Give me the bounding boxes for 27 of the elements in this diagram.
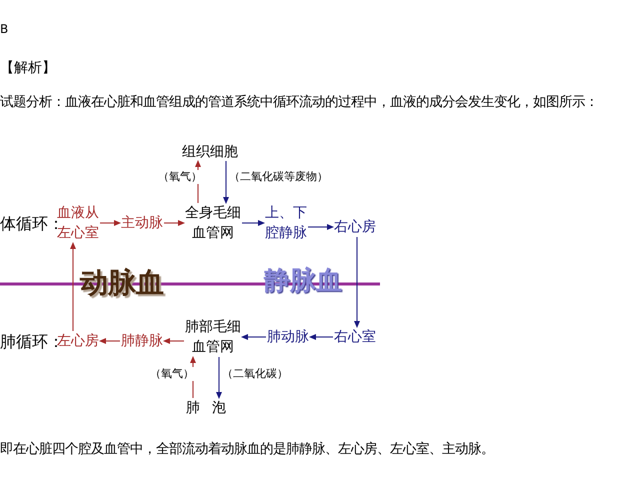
node-label: 主动脉 — [120, 213, 164, 233]
section-heading: 【解析】 — [0, 59, 56, 78]
arrow — [223, 160, 229, 204]
conclusion-text: 即在心脏四个腔及血管中，全部流动着动脉血的是肺静脉、左心房、左心室、主动脉。 — [0, 440, 494, 459]
node-label: 肺动脉 — [266, 327, 310, 347]
node-label: 右心房 — [333, 217, 377, 237]
arrow — [164, 220, 185, 226]
arrow — [70, 242, 76, 332]
arrow — [100, 220, 121, 226]
arrow — [216, 356, 222, 399]
arrow — [99, 338, 120, 344]
arrow — [308, 224, 334, 230]
arrow — [163, 338, 184, 344]
node-label: 全身毛细血管网 — [184, 203, 242, 243]
node-label: 肺静脉 — [120, 331, 164, 351]
node-label: 组织细胞 — [180, 142, 240, 161]
node-label: 肺部毛细血管网 — [184, 317, 242, 357]
node-label: 上、下腔静脉 — [264, 203, 308, 243]
answer-letter: B — [0, 21, 8, 38]
arrow — [309, 334, 334, 340]
arrow — [241, 334, 266, 340]
node-label: 肺 — [185, 398, 201, 418]
analysis-paragraph: 试题分析：血液在心脏和血管组成的管道系统中循环流动的过程中，血液的成分会发生变化，如图所示： — [0, 94, 599, 112]
node-label: 右心室 — [333, 327, 377, 347]
arrow — [242, 220, 265, 226]
node-label: 泡 — [211, 398, 227, 418]
arrow — [354, 236, 360, 328]
